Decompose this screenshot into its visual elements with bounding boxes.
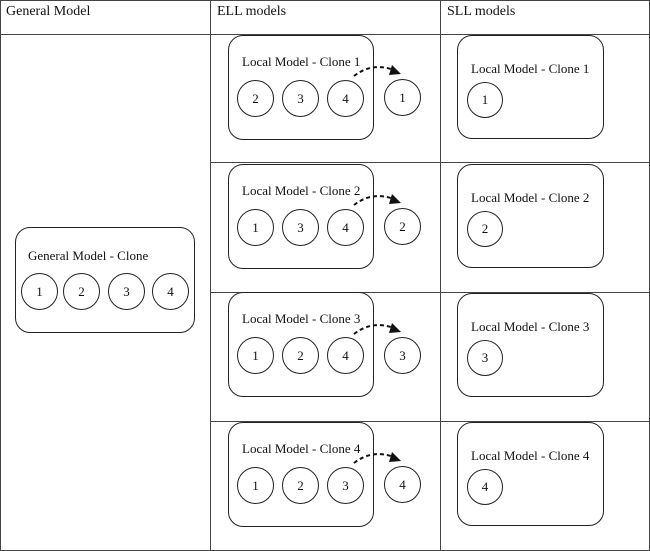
ell-clone-3-box: Local Model - Clone 3 1 2 4 [228, 292, 374, 397]
ell-clone-3-outside-node: 3 [384, 337, 421, 374]
sll-clone-3-title: Local Model - Clone 3 [471, 319, 590, 334]
sll-clone-2-node: 2 [467, 211, 503, 247]
ell-clone-3-node-a: 1 [237, 337, 274, 374]
sll-clone-1-box: Local Model - Clone 1 1 [457, 35, 604, 139]
ell-clone-1-node-c: 4 [327, 80, 364, 117]
ell-clone-1-node-b: 3 [282, 80, 319, 117]
ell-clone-1-title: Local Model - Clone 1 [242, 54, 361, 69]
ell-clone-1-outside-node: 1 [384, 79, 421, 116]
dashed-curved-arrow-icon [353, 323, 401, 335]
header-sll-models: SLL models [447, 4, 516, 19]
ell-clone-4-box: Local Model - Clone 4 1 2 3 [228, 422, 374, 527]
sll-clone-1-title: Local Model - Clone 1 [471, 61, 590, 76]
ell-clone-4-title: Local Model - Clone 4 [242, 441, 361, 456]
sll-clone-2-title: Local Model - Clone 2 [471, 190, 590, 205]
sll-clone-3-box: Local Model - Clone 3 3 [457, 293, 604, 397]
general-node-2: 2 [63, 273, 100, 310]
ell-clone-2-box: Local Model - Clone 2 1 3 4 [228, 164, 374, 269]
sll-clone-1-node: 1 [467, 82, 503, 118]
ell-clone-3-node-c: 4 [327, 337, 364, 374]
ell-clone-4-node-b: 2 [282, 467, 319, 504]
dashed-curved-arrow-icon [353, 194, 401, 206]
sll-clone-4-node: 4 [467, 469, 503, 505]
ell-clone-1-node-a: 2 [237, 80, 274, 117]
ell-clone-2-node-c: 4 [327, 209, 364, 246]
ell-clone-4-node-c: 3 [327, 467, 364, 504]
general-model-box: General Model - Clone 1 2 3 4 [15, 227, 195, 333]
ell-clone-4-node-a: 1 [237, 467, 274, 504]
ell-clone-3-node-b: 2 [282, 337, 319, 374]
sll-clone-4-title: Local Model - Clone 4 [471, 448, 590, 463]
ell-clone-1-box: Local Model - Clone 1 2 3 4 [228, 35, 374, 140]
general-node-1: 1 [21, 273, 58, 310]
ell-clone-2-node-a: 1 [237, 209, 274, 246]
header-ell-models: ELL models [217, 4, 287, 19]
dashed-curved-arrow-icon [353, 452, 401, 464]
general-model-title: General Model - Clone [28, 248, 149, 263]
ell-clone-3-title: Local Model - Clone 3 [242, 311, 361, 326]
dashed-curved-arrow-icon [353, 65, 401, 77]
sll-clone-4-box: Local Model - Clone 4 4 [457, 422, 604, 526]
ell-clone-4-outside-node: 4 [384, 466, 421, 503]
sll-clone-3-node: 3 [467, 340, 503, 376]
sll-clone-2-box: Local Model - Clone 2 2 [457, 164, 604, 268]
ell-clone-2-node-b: 3 [282, 209, 319, 246]
ell-clone-2-title: Local Model - Clone 2 [242, 183, 361, 198]
general-node-3: 3 [108, 273, 145, 310]
ell-clone-2-outside-node: 2 [384, 208, 421, 245]
header-general-model: General Model [6, 4, 91, 19]
general-node-4: 4 [152, 273, 189, 310]
